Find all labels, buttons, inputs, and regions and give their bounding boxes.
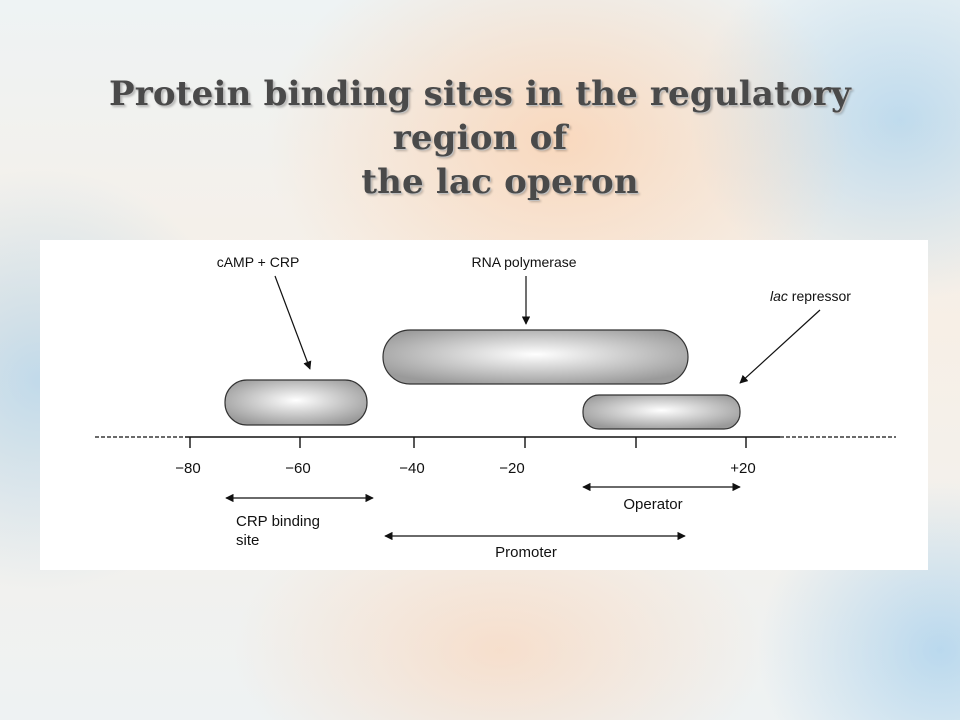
slide-title-line-2: the lac operon	[361, 162, 639, 202]
tick-label: +20	[730, 460, 755, 477]
tick-label: −40	[399, 460, 424, 477]
slide-title-line-1: Protein binding sites in the regulatory …	[109, 74, 851, 158]
tick-label: −60	[285, 460, 310, 477]
tick-marks	[189, 437, 747, 448]
lac-repressor-label-italic: lac	[770, 288, 788, 304]
crp-binding-site-label-line-2: site	[236, 532, 259, 549]
promoter-label: Promoter	[495, 544, 557, 561]
camp-crp-protein-shape	[224, 379, 368, 426]
camp-crp-label: cAMP + CRP	[217, 254, 300, 270]
tick-label: −80	[175, 460, 200, 477]
lac-repressor-protein-shape	[582, 394, 741, 430]
lac-repressor-label-rest: repressor	[788, 288, 851, 304]
crp-binding-site-label-line-1: CRP binding	[236, 513, 320, 530]
rna-polymerase-label: RNA polymerase	[471, 254, 576, 270]
lac-repressor-label: lac repressor	[770, 288, 851, 304]
operator-label: Operator	[623, 496, 682, 513]
lac-repressor-pointer-arrow	[739, 309, 821, 384]
rna-polymerase-protein-shape	[382, 329, 689, 385]
slide-title: Protein binding sites in the regulatory …	[60, 72, 900, 204]
tick-label: −20	[499, 460, 524, 477]
diagram-panel: −80 −60 −40 −20 +20 cAMP + CRP RNA polym…	[40, 240, 928, 570]
camp-crp-pointer-arrow	[274, 275, 312, 370]
lac-operon-diagram: −80 −60 −40 −20 +20 cAMP + CRP RNA polym…	[95, 254, 896, 561]
